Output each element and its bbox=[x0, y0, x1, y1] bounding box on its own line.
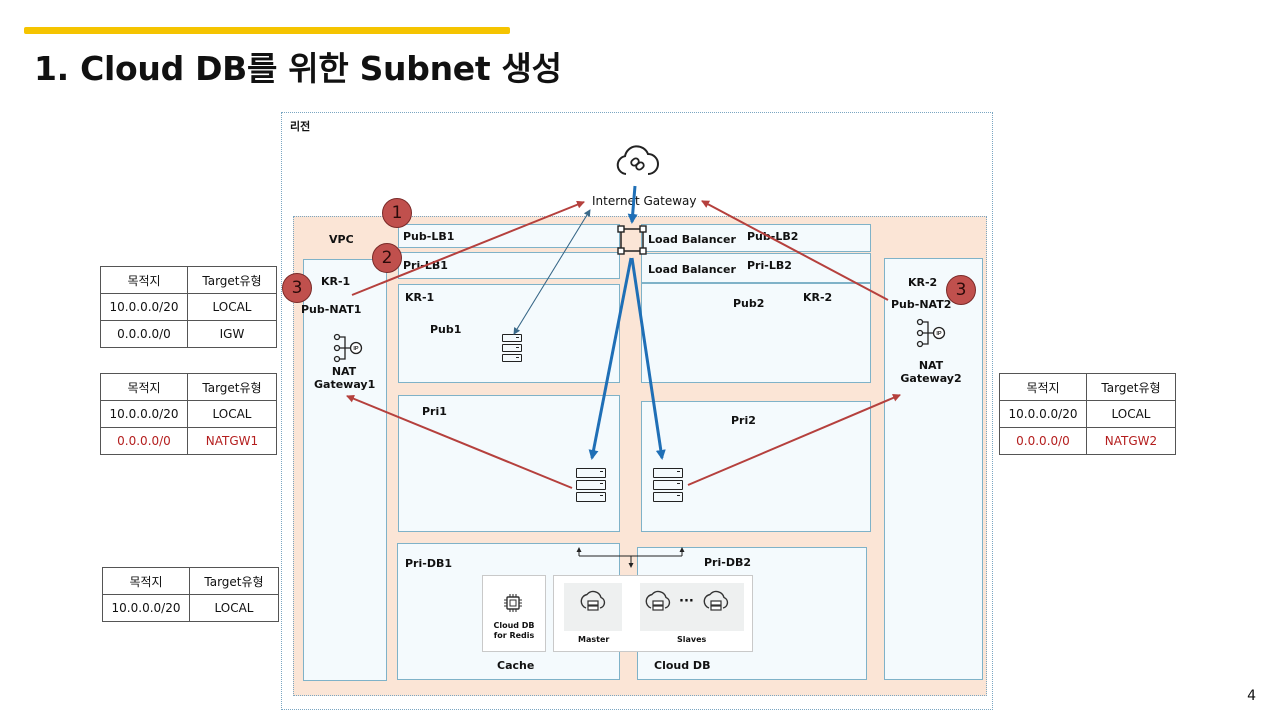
zone-kr1-nat bbox=[303, 259, 387, 681]
nat-gateway-icon: IP bbox=[333, 333, 363, 363]
step-badge: 1 bbox=[382, 198, 412, 228]
page-title: 1. Cloud DB를 위한 Subnet 생성 bbox=[34, 49, 562, 88]
slaves-ellipsis: ··· bbox=[679, 594, 694, 609]
zone-kr2-nat bbox=[884, 258, 983, 680]
subnet-pri1 bbox=[398, 395, 620, 532]
page-number: 4 bbox=[1247, 688, 1256, 704]
slave-db-icon bbox=[703, 590, 729, 611]
server-icon bbox=[653, 468, 683, 504]
subnet-pri-lb2 bbox=[641, 253, 871, 283]
region-label: 리전 bbox=[290, 120, 311, 133]
nat-gateway-icon: IP bbox=[916, 318, 946, 348]
rt-cell: IGW bbox=[187, 320, 277, 348]
subnet-pub1 bbox=[398, 284, 620, 383]
slave-db-icon bbox=[645, 590, 671, 611]
lb-public-label: Load Balancer bbox=[648, 233, 736, 246]
rt-cell: 10.0.0.0/20 bbox=[102, 594, 190, 622]
internet-gateway-icon bbox=[616, 145, 659, 175]
vpc-label: VPC bbox=[329, 233, 354, 246]
subnet-label: Pri-DB2 bbox=[704, 556, 751, 569]
subnet-label: Pub1 bbox=[430, 323, 462, 336]
subnet-pub2 bbox=[641, 283, 871, 383]
svg-text:IP: IP bbox=[936, 331, 942, 337]
subnet-label: Pri-DB1 bbox=[405, 557, 452, 570]
redis-chip-icon bbox=[504, 594, 522, 612]
subnet-label: Pri1 bbox=[422, 405, 447, 418]
rt-cell: NATGW1 bbox=[187, 427, 277, 455]
rt-header: Target유형 bbox=[187, 373, 277, 401]
rt-header: 목적지 bbox=[100, 373, 188, 401]
redis-card bbox=[482, 575, 546, 652]
subnet-pri-lb1 bbox=[398, 252, 620, 279]
subnet-label: Pub-LB1 bbox=[403, 230, 455, 243]
title-accent-bar bbox=[24, 27, 510, 34]
subnet-label: Pub-LB2 bbox=[747, 230, 799, 243]
subnet-label: Pub-NAT1 bbox=[301, 303, 362, 316]
rt-cell: LOCAL bbox=[189, 594, 279, 622]
step-badge: 3 bbox=[282, 273, 312, 303]
zone-label: KR-2 bbox=[908, 276, 938, 289]
server-icon bbox=[576, 468, 606, 504]
rt-cell: 10.0.0.0/20 bbox=[100, 400, 188, 428]
rt-cell: 0.0.0.0/0 bbox=[999, 427, 1087, 455]
subnet-label: Pub2 bbox=[733, 297, 765, 310]
rt-header: Target유형 bbox=[189, 567, 279, 595]
master-db-icon bbox=[580, 590, 606, 611]
rt-header: Target유형 bbox=[187, 266, 277, 294]
cloud-db-caption: Cloud DB bbox=[654, 659, 711, 672]
rt-header: 목적지 bbox=[102, 567, 190, 595]
cache-caption: Cache bbox=[497, 659, 535, 672]
subnet-label: Pri2 bbox=[731, 414, 756, 427]
load-balancer-icon bbox=[617, 225, 647, 255]
svg-text:IP: IP bbox=[353, 346, 359, 352]
zone-label: KR-2 bbox=[803, 291, 833, 304]
step-badge: 3 bbox=[946, 275, 976, 305]
subnet-pub-lb1 bbox=[398, 224, 620, 248]
nat-gateway2-label: NAT Gateway2 bbox=[900, 359, 962, 385]
subnet-label: Pri-LB2 bbox=[747, 259, 792, 272]
rt-cell: 0.0.0.0/0 bbox=[100, 320, 188, 348]
internet-gateway-label: Internet Gateway bbox=[592, 194, 697, 208]
subnet-label: Pub-NAT2 bbox=[891, 298, 952, 311]
redis-label: Cloud DB for Redis bbox=[493, 621, 535, 640]
rt-cell: LOCAL bbox=[187, 293, 277, 321]
step-badge: 2 bbox=[372, 243, 402, 273]
server-icon bbox=[502, 334, 522, 364]
rt-cell: LOCAL bbox=[187, 400, 277, 428]
zone-label: KR-1 bbox=[321, 275, 351, 288]
rt-cell: 0.0.0.0/0 bbox=[100, 427, 188, 455]
master-label: Master bbox=[578, 635, 610, 644]
lb-private-label: Load Balancer bbox=[648, 263, 736, 276]
nat-gateway1-label: NAT Gateway1 bbox=[314, 365, 376, 391]
zone-label: KR-1 bbox=[405, 291, 435, 304]
rt-cell: LOCAL bbox=[1086, 400, 1176, 428]
rt-cell: NATGW2 bbox=[1086, 427, 1176, 455]
slaves-label: Slaves bbox=[677, 635, 707, 644]
